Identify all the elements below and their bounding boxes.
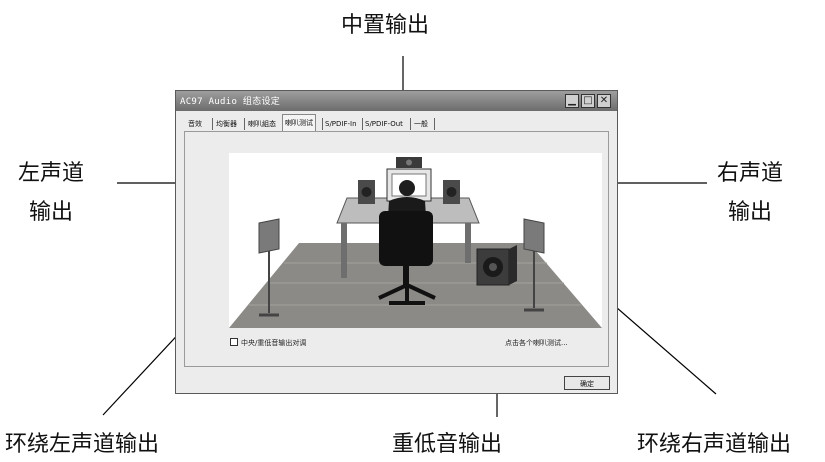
swap-center-sub-label: 中央/重低音输出对调 <box>241 339 307 347</box>
tab-speaker-test[interactable]: 喇叭测试 <box>282 114 316 132</box>
surround-left-output-label: 环绕左声道输出 <box>5 432 160 457</box>
maximize-button[interactable]: □ <box>581 94 595 108</box>
maximize-icon: □ <box>583 95 593 106</box>
title-bar[interactable]: AC97 Audio 组态设定 ▁ □ ✕ <box>176 91 617 111</box>
right-output-label: 右声道 输出 <box>717 157 783 229</box>
desk-leg-left <box>341 223 347 278</box>
swap-center-sub-checkbox[interactable] <box>230 338 238 346</box>
right-output-label-line1: 右声道 <box>717 161 784 186</box>
tab-separator <box>434 118 435 130</box>
left-output-label: 左声道 输出 <box>18 157 84 229</box>
front-left-speaker[interactable] <box>358 180 375 204</box>
surround-right-output-label: 环绕右声道输出 <box>637 432 792 457</box>
tab-separator <box>410 118 411 130</box>
tab-separator <box>244 118 245 130</box>
swap-center-sub-option[interactable]: 中央/重低音输出对调 <box>230 338 306 348</box>
surround-right-speaker[interactable] <box>523 218 545 312</box>
center-speaker[interactable] <box>396 157 422 168</box>
surround-left-speaker[interactable] <box>258 218 280 317</box>
subwoofer-speaker[interactable] <box>476 245 517 286</box>
speaker-scene <box>229 153 602 328</box>
speaker-test-panel: 中央/重低音输出对调 点击各个喇叭测试... <box>184 131 609 367</box>
right-output-label-line2: 输出 <box>728 200 773 225</box>
tab-spdif-out[interactable]: S/PDIF-Out <box>365 120 403 128</box>
left-output-label-line1: 左声道 <box>18 161 85 186</box>
tab-effects[interactable]: 音效 <box>188 120 202 128</box>
tab-equalizer[interactable]: 均衡器 <box>216 120 237 128</box>
close-icon: ✕ <box>599 95 609 106</box>
tab-separator <box>322 118 323 130</box>
tab-separator <box>212 118 213 130</box>
desk-leg-right <box>465 223 471 263</box>
tab-separator <box>362 118 363 130</box>
ok-button[interactable]: 确定 <box>564 376 610 390</box>
minimize-icon: ▁ <box>568 95 576 106</box>
tab-spdif-in[interactable]: S/PDIF-In <box>325 120 357 128</box>
listener <box>378 180 436 305</box>
center-output-label: 中置输出 <box>341 13 430 38</box>
audio-config-window: AC97 Audio 组态设定 ▁ □ ✕ 音效 均衡器 喇叭組态 喇叭测试 S… <box>175 90 618 394</box>
speaker-test-hint: 点击各个喇叭测试... <box>505 339 568 347</box>
tab-speaker-config[interactable]: 喇叭組态 <box>248 120 276 128</box>
close-button[interactable]: ✕ <box>597 94 611 108</box>
front-right-speaker[interactable] <box>443 180 460 204</box>
room-illustration <box>229 157 602 328</box>
subwoofer-output-label: 重低音输出 <box>392 432 503 457</box>
tab-general[interactable]: 一般 <box>414 120 428 128</box>
minimize-button[interactable]: ▁ <box>565 94 579 108</box>
window-title: AC97 Audio 组态设定 <box>180 97 281 107</box>
left-output-label-line2: 输出 <box>29 200 74 225</box>
